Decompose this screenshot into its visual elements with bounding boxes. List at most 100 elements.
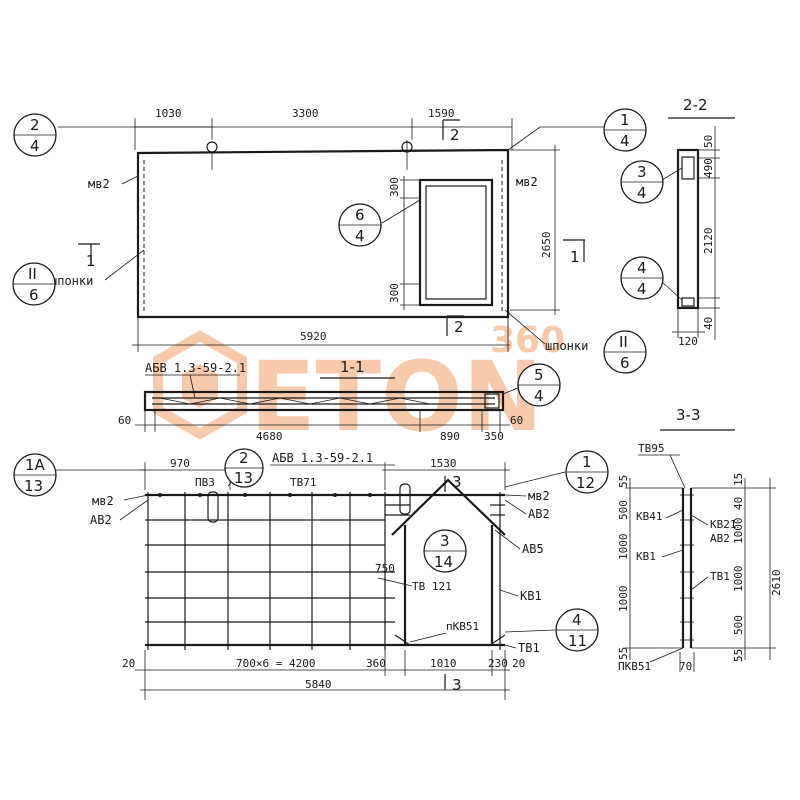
dim-1010: 1010 — [430, 657, 457, 670]
svg-text:1A: 1A — [25, 456, 46, 474]
label-av2-cage-left: АВ2 — [90, 513, 112, 527]
dim-20-right: 20 — [512, 657, 525, 670]
section-1-1-body — [143, 390, 505, 412]
dim-33-left-1000-a: 1000 — [617, 534, 630, 561]
cut-mark-1-right: 1 — [570, 248, 580, 266]
dim-1-1-890: 890 — [440, 430, 460, 443]
label-tv121: ТВ 121 — [412, 580, 452, 593]
label-av5: АВ5 — [522, 542, 544, 556]
dim-2-2-2120: 2120 — [702, 228, 715, 255]
svg-text:6: 6 — [29, 286, 39, 304]
svg-text:6: 6 — [355, 206, 365, 224]
cut-mark-3-top: 3 — [452, 473, 462, 491]
label-kv21: КВ21 — [710, 518, 737, 531]
label-kv1: КВ1 — [520, 589, 542, 603]
section-2-2-title: 2-2 — [683, 96, 708, 114]
cage-label: АБВ 1.3-59-2.1 — [272, 451, 373, 465]
callout-4-4: 4 4 — [620, 256, 683, 301]
lifting-loop-left-icon — [206, 141, 218, 153]
svg-text:11: 11 — [568, 632, 587, 650]
dim-33-left-55-bottom: 55 — [617, 647, 630, 660]
svg-text:II: II — [28, 265, 37, 283]
dim-1-1-4680: 4680 — [256, 430, 283, 443]
svg-text:1: 1 — [582, 453, 592, 471]
reinforcement-cage: АБВ 1.3-59-2.1 970 1530 — [13, 448, 609, 700]
callout-1A-13: 1A 13 — [13, 453, 145, 497]
svg-text:14: 14 — [434, 553, 453, 571]
dim-2-2-50: 50 — [702, 135, 715, 148]
dim-230: 230 — [488, 657, 508, 670]
label-tv1-33: ТВ1 — [710, 570, 730, 583]
cut-mark-3-bottom: 3 — [452, 676, 462, 694]
section-2-2-outline — [676, 148, 700, 310]
dim-5920: 5920 — [300, 330, 327, 343]
lifting-loop-cage-right-icon — [399, 483, 411, 515]
label-shponki-right: шпонки — [545, 339, 588, 353]
dim-2-2-120: 120 — [678, 335, 698, 348]
label-tv71: ТВ71 — [290, 476, 317, 489]
dim-2-2-490: 490 — [702, 158, 715, 178]
label-mv2-right: мв2 — [516, 175, 538, 189]
section-1-1: 1-1 АБВ 1.3-59-2.1 60 4680 890 350 60 5 … — [118, 358, 561, 443]
svg-text:II: II — [619, 333, 628, 351]
callout-II-6-right: II 6 — [603, 330, 647, 374]
label-pv3: ПВ3 — [195, 476, 215, 489]
dim-33-total-2610: 2610 — [770, 570, 783, 597]
callout-3-14: 3 14 — [423, 529, 467, 573]
callout-5-4: 5 4 — [502, 363, 561, 407]
watermark: ETON 360 — [153, 320, 565, 453]
panel-elevation: 1030 3300 1590 300 300 2650 5920 — [12, 107, 647, 374]
callout-6-4: 6 4 — [338, 199, 421, 247]
dim-4200: 700×6 = 4200 — [236, 657, 315, 670]
svg-text:3: 3 — [440, 532, 450, 550]
section-3-3-title: 3-3 — [676, 406, 701, 424]
label-av2-cage-right: АВ2 — [528, 507, 550, 521]
svg-text:4: 4 — [620, 132, 630, 150]
dim-33-right-15: 15 — [732, 473, 745, 486]
label-kv1-33: КВ1 — [636, 550, 656, 563]
label-mv2-left: мв2 — [88, 177, 110, 191]
dim-33-right-500: 500 — [732, 615, 745, 635]
label-av2-33: АВ2 — [710, 532, 730, 545]
section-1-1-title: 1-1 — [340, 358, 365, 376]
svg-text:4: 4 — [355, 227, 365, 245]
panel-outline — [136, 148, 510, 319]
callout-1-4: 1 4 — [507, 108, 647, 152]
label-tv1: ТВ1 — [518, 641, 540, 655]
door-opening — [418, 178, 494, 307]
svg-text:13: 13 — [24, 477, 43, 495]
dim-33-bottom-70: 70 — [679, 660, 692, 673]
callout-4-11: 4 11 — [504, 608, 599, 652]
label-kv41: КВ41 — [636, 510, 663, 523]
dim-970: 970 — [170, 457, 190, 470]
dim-1-1-350: 350 — [484, 430, 504, 443]
dim-3300: 3300 — [292, 107, 319, 120]
svg-text:4: 4 — [534, 387, 544, 405]
dim-20-left: 20 — [122, 657, 135, 670]
dim-5840: 5840 — [305, 678, 332, 691]
label-pkv51: пКВ51 — [446, 620, 479, 633]
callout-2-4: 2 4 — [13, 113, 212, 157]
label-shponki-left: шпонки — [50, 274, 93, 288]
dim-33-right-55: 55 — [732, 649, 745, 662]
callout-1-12: 1 12 — [504, 450, 609, 494]
callout-2-13: 2 13 — [224, 448, 264, 488]
svg-text:2: 2 — [239, 449, 249, 467]
dim-33-left-500: 500 — [617, 500, 630, 520]
cut-mark-2-bottom: 2 — [454, 318, 464, 336]
callout-3-4: 3 4 — [620, 160, 683, 204]
svg-text:4: 4 — [30, 137, 40, 155]
svg-text:4: 4 — [637, 259, 647, 277]
label-pkv51-33: ПКВ51 — [618, 660, 651, 673]
svg-text:4: 4 — [572, 611, 582, 629]
svg-text:6: 6 — [620, 354, 630, 372]
dim-1-1-60-left: 60 — [118, 414, 131, 427]
dim-33-left-1000-b: 1000 — [617, 586, 630, 613]
label-mv2-cage-left: мв2 — [92, 494, 114, 508]
dim-1030: 1030 — [155, 107, 182, 120]
dim-2-2-40: 40 — [702, 317, 715, 330]
svg-text:4: 4 — [637, 280, 647, 298]
svg-text:1: 1 — [620, 111, 630, 129]
